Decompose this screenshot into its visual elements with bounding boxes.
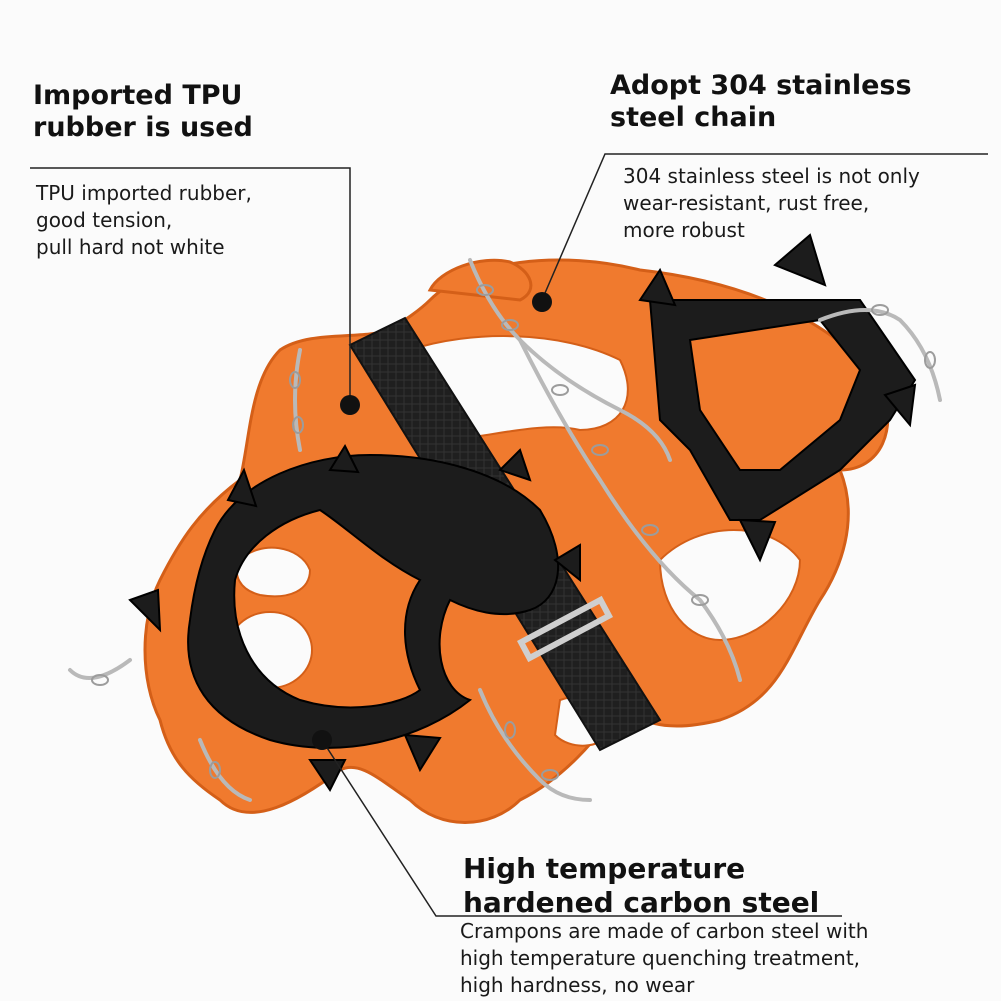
- chain-body-line: 304 stainless steel is not only: [623, 164, 920, 188]
- tpu-leader-line: [30, 167, 351, 405]
- steel-dot: [312, 730, 332, 750]
- tpu-body-line: good tension,: [36, 208, 173, 232]
- steel-body-line: high hardness, no wear: [460, 973, 695, 997]
- chain-body-line: wear-resistant, rust free,: [623, 191, 870, 215]
- steel-leader-line: [321, 739, 842, 917]
- tpu-callout-description: TPU imported rubber, good tension, pull …: [36, 180, 252, 261]
- steel-callout-title: High temperature hardened carbon steel: [463, 852, 819, 920]
- chain-callout-description: 304 stainless steel is not only wear-res…: [623, 163, 920, 244]
- chain-callout-title: Adopt 304 stainless steel chain: [610, 70, 912, 134]
- chain-title-line: steel chain: [610, 102, 777, 133]
- front-steel-plate: [128, 443, 581, 792]
- leader-dots: [312, 292, 552, 750]
- tpu-body-line: pull hard not white: [36, 235, 225, 259]
- steel-callout-description: Crampons are made of carbon steel with h…: [460, 918, 868, 999]
- heel-steel-plate: [638, 233, 917, 563]
- tpu-dot: [340, 395, 360, 415]
- chain-title-line: Adopt 304 stainless: [610, 70, 912, 101]
- steel-body-line: high temperature quenching treatment,: [460, 946, 861, 970]
- tpu-title-line: Imported TPU: [33, 80, 243, 111]
- tpu-body-line: TPU imported rubber,: [36, 181, 252, 205]
- leader-lines: [30, 153, 988, 917]
- chain-dot: [532, 292, 552, 312]
- tpu-callout-title: Imported TPU rubber is used: [33, 80, 253, 144]
- chain-body-line: more robust: [623, 218, 745, 242]
- steel-body-line: Crampons are made of carbon steel with: [460, 919, 869, 943]
- steel-title-line: High temperature: [463, 852, 746, 885]
- tpu-title-line: rubber is used: [33, 112, 253, 143]
- chain-leader-line: [541, 153, 988, 301]
- steel-title-line: hardened carbon steel: [463, 886, 820, 919]
- stainless-chains: [68, 258, 942, 802]
- chain-links: [91, 284, 936, 781]
